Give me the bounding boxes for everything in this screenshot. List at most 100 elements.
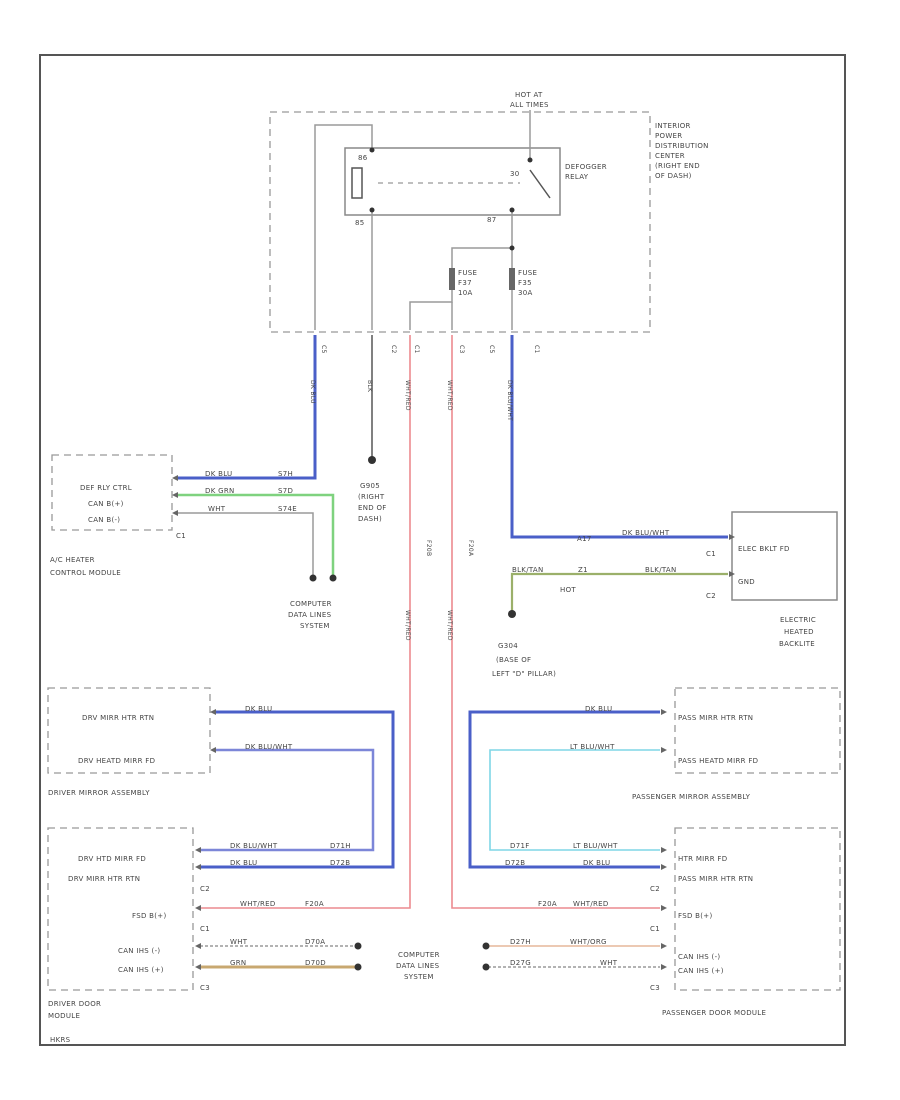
backlite-hot: HOT: [560, 586, 576, 594]
pass-door-pin-4: CAN IHS (-): [678, 953, 720, 961]
fuse2-label-2: F35: [518, 279, 532, 287]
cdl-lower-terminal-3: [482, 942, 490, 950]
vlabel-9: WHT/RED: [446, 610, 453, 641]
fuse1-label-2: F37: [458, 279, 472, 287]
drv-door-pin-1: DRV HTD MIRR FD: [78, 855, 146, 863]
driver-mirror-box: [47, 687, 211, 774]
ground-pillar-1: G304: [498, 642, 518, 650]
fuse-f35-icon: [509, 268, 515, 290]
diagram-frame: [39, 54, 846, 1046]
drv-door-name-2: MODULE: [48, 1012, 80, 1020]
conn-id-6: C1: [533, 345, 540, 354]
backlite-connector-2: C2: [706, 592, 716, 600]
conn-id-4: C3: [458, 345, 465, 354]
connector-pin: [661, 847, 667, 853]
pass-door-conn-3: C3: [650, 984, 660, 992]
pass-door-circuit-1: D71F: [510, 842, 530, 850]
ac-circuit-1: S7H: [278, 470, 293, 478]
ac-circuit-3: S74E: [278, 505, 297, 513]
cdl-lower-3: SYSTEM: [404, 973, 434, 981]
backlite-wire1-color: DK BLU/WHT: [622, 529, 670, 537]
relay-switch-arm: [529, 169, 551, 199]
connector-pin: [729, 571, 735, 577]
pass-door-pin-2: PASS MIRR HTR RTN: [678, 875, 753, 883]
drv-mirror-wire-1: DK BLU: [245, 705, 272, 713]
drv-door-wire-4: WHT: [230, 938, 248, 946]
backlite-connector-1: C1: [706, 550, 716, 558]
connector-pin: [661, 905, 667, 911]
cdl-upper-1: COMPUTER: [290, 600, 332, 608]
wire-backlite-ground: [510, 572, 728, 612]
vlabel-6: F20B: [425, 540, 432, 556]
backlite-wire2-color-a: BLK/TAN: [512, 566, 544, 574]
relay-pin-85: 85: [355, 219, 365, 227]
vlabel-2: BLK: [366, 380, 373, 393]
relay-terminal-86: [369, 147, 375, 153]
passenger-mirror-box: [674, 687, 841, 774]
ac-name-2: CONTROL MODULE: [50, 569, 121, 577]
cdl-lower-terminal-1: [354, 942, 362, 950]
relay-terminal-30: [527, 157, 533, 163]
center-label-4: CENTER: [655, 152, 685, 160]
connector-pin: [661, 943, 667, 949]
ac-pin-3: CAN B(-): [88, 516, 120, 524]
drv-door-pin-3: FSD B(+): [132, 912, 167, 920]
center-label-1: INTERIOR: [655, 122, 691, 130]
relay-pin-86: 86: [358, 154, 368, 162]
drv-door-circuit-5: D70D: [305, 959, 326, 967]
connector-pin: [729, 534, 735, 540]
drv-door-wire-5: GRN: [230, 959, 246, 967]
drv-door-pin-5: CAN IHS (+): [118, 966, 164, 974]
cdl-lower-2: DATA LINES: [396, 962, 440, 970]
conn-id-2: C2: [390, 345, 397, 354]
vlabel-8: WHT/RED: [404, 610, 411, 641]
pass-door-wire-4: WHT/ORG: [570, 938, 607, 946]
wire-def-rly-ctrl: [175, 335, 317, 480]
hot-label-2: ALL TIMES: [510, 101, 549, 109]
drv-door-circuit-4: D70A: [305, 938, 325, 946]
pass-door-circuit-4: D27H: [510, 938, 531, 946]
pass-door-wire-1: LT BLU/WHT: [573, 842, 618, 850]
wire-can-b-plus: [175, 493, 335, 580]
defogger-relay-box: [344, 147, 561, 216]
pass-door-pin-5: CAN IHS (+): [678, 967, 724, 975]
pass-door-wire-5: WHT: [600, 959, 618, 967]
pass-mirror-pin-1: PASS MIRR HTR RTN: [678, 714, 753, 722]
drv-door-conn-2: C1: [200, 925, 210, 933]
connector-pins: [172, 475, 735, 970]
connector-pin: [195, 905, 201, 911]
connector-pin: [210, 709, 216, 715]
pass-mirror-name: PASSENGER MIRROR ASSEMBLY: [632, 793, 751, 801]
relay-label-1: DEFOGGER: [565, 163, 607, 171]
drv-mirror-wire-2: DK BLU/WHT: [245, 743, 293, 751]
vlabel-5: DK BLU/WHT: [506, 380, 513, 421]
cdl-upper-terminal-2: [329, 574, 337, 582]
wire-pass-heatd-mirr-fd: [489, 749, 660, 851]
drv-door-wire-2: DK BLU: [230, 859, 257, 867]
relay-pin-30: 30: [510, 170, 520, 178]
drv-mirror-pin-2: DRV HEATD MIRR FD: [78, 757, 155, 765]
relay-label-2: RELAY: [565, 173, 589, 181]
electric-heated-backlite-box: [731, 511, 838, 601]
backlite-name-3: BACKLITE: [779, 640, 815, 648]
drv-mirror-pin-1: DRV MIRR HTR RTN: [82, 714, 154, 722]
vlabel-4: WHT/RED: [446, 380, 453, 411]
pass-door-name: PASSENGER DOOR MODULE: [662, 1009, 766, 1017]
ground-g304-icon: [508, 610, 516, 618]
vlabel-7: F20A: [467, 540, 474, 557]
drv-door-wire-1: DK BLU/WHT: [230, 842, 278, 850]
vlabel-3: WHT/RED: [404, 380, 411, 411]
drv-door-circuit-3: F20A: [305, 900, 324, 908]
ac-wire-color-3: WHT: [208, 505, 226, 513]
pass-door-conn-2: C1: [650, 925, 660, 933]
fuse2-label-1: FUSE: [518, 269, 537, 277]
ac-heater-module-box: [51, 454, 173, 531]
drv-door-circuit-2: D72B: [330, 859, 350, 867]
ac-wire-color-2: DK GRN: [205, 487, 235, 495]
splice-relay-output: [509, 245, 515, 251]
ground-pillar-2: (BASE OF: [496, 656, 531, 664]
ac-wire-color-1: DK BLU: [205, 470, 232, 478]
center-label-3: DISTRIBUTION: [655, 142, 709, 150]
center-label-2: POWER: [655, 132, 682, 140]
